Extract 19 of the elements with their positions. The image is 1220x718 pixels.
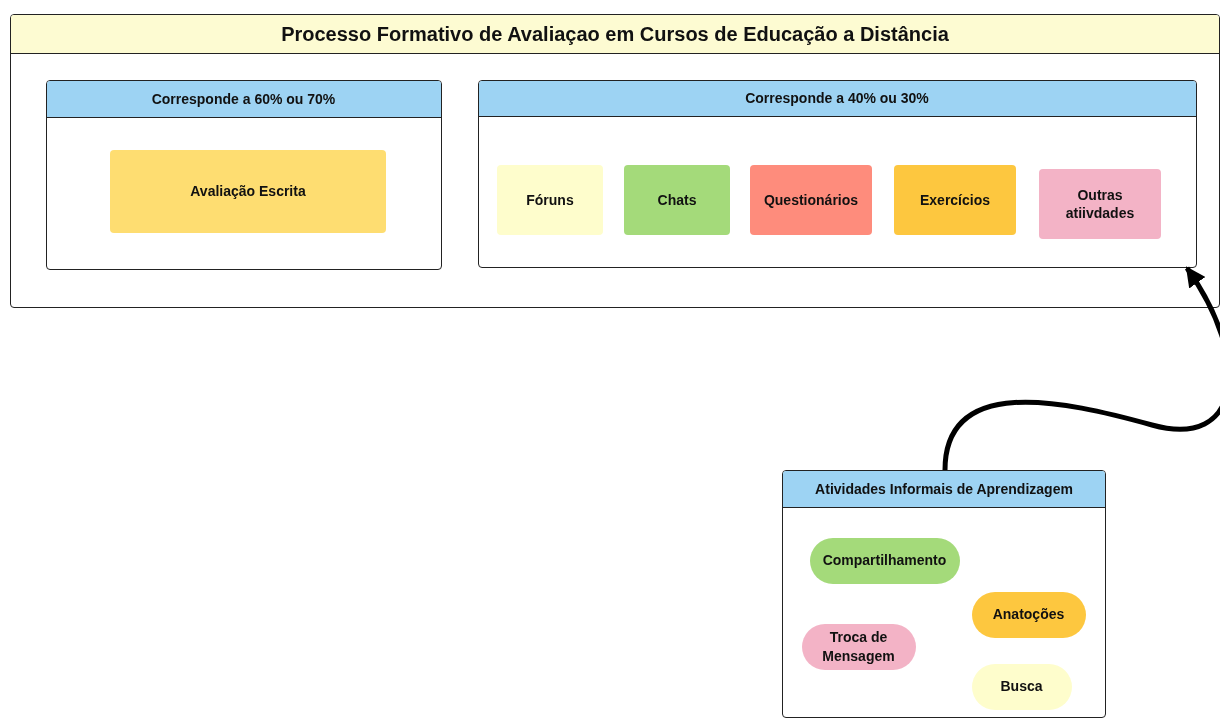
frame-heading: Atividades Informais de Aprendizagem bbox=[815, 481, 1073, 497]
frame-heading: Corresponde a 60% ou 70% bbox=[151, 90, 336, 107]
container-frame bbox=[477, 79, 1197, 268]
activity-pill: Busca bbox=[971, 663, 1072, 710]
container-frame bbox=[782, 470, 1106, 718]
activity-box: Exercícios bbox=[894, 165, 1016, 235]
curved-arrow bbox=[942, 266, 1220, 471]
container-frame bbox=[45, 79, 442, 270]
activity-box: Fóruns bbox=[497, 165, 603, 235]
container-frame bbox=[10, 14, 1220, 308]
frame-heading: Corresponde a 40% ou 30% bbox=[745, 90, 929, 106]
activity-box: Avaliação Escrita bbox=[110, 150, 386, 233]
activity-box: Outras atiivdades bbox=[1039, 169, 1161, 239]
activity-box: Chats bbox=[624, 165, 730, 235]
activity-pill: Anatoções bbox=[971, 591, 1086, 638]
activity-pill: Compartilhamento bbox=[809, 537, 960, 584]
activity-pill: Troca de Mensagem bbox=[801, 623, 916, 670]
frame-heading: Processo Formativo de Avaliaçao em Cursos de Educação a Distância bbox=[281, 22, 949, 46]
activity-box: Questionários bbox=[750, 165, 872, 235]
